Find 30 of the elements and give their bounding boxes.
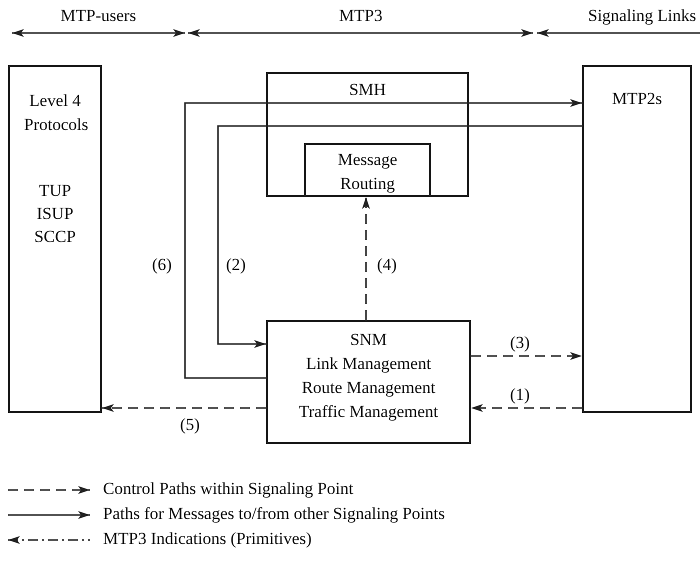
arrow	[471, 404, 582, 412]
edge-label: (4)	[375, 256, 399, 274]
node-title: SNM	[349, 329, 388, 351]
node-title: Message Routing	[336, 149, 398, 195]
edge-label: (5)	[178, 416, 202, 434]
edge-label: (3)	[508, 334, 532, 352]
legend-text: Control Paths within Signaling Point	[103, 479, 354, 499]
edge-label: (1)	[508, 386, 532, 404]
link-layer-box	[582, 65, 692, 413]
edge-label: (2)	[224, 256, 248, 274]
arrow	[184, 99, 582, 379]
arrow	[362, 197, 370, 320]
layer-label: MTP3	[339, 6, 382, 26]
edge-label: (6)	[150, 256, 174, 274]
node-title: Level 4 Protocols	[24, 90, 86, 136]
layer-label: MTP-users	[60, 6, 136, 26]
handler-box	[266, 72, 469, 197]
layer-label: Signaling Links	[588, 6, 696, 26]
node-title: MTP2s	[610, 88, 664, 110]
node-text: Link Management Route Management Traffic Management	[298, 353, 440, 423]
routing-box	[304, 143, 431, 197]
management-box	[266, 320, 471, 444]
legend-text: Paths for Messages to/from other Signaling Points	[103, 504, 445, 524]
node-text: TUP ISUP SCCP	[33, 180, 77, 248]
arrow	[471, 352, 582, 360]
arrow	[102, 404, 266, 412]
node-title: SMH	[348, 79, 387, 101]
arrow	[217, 125, 582, 348]
legend-text: MTP3 Indications (Primitives)	[103, 529, 312, 549]
protocol-layer-box	[8, 65, 102, 413]
